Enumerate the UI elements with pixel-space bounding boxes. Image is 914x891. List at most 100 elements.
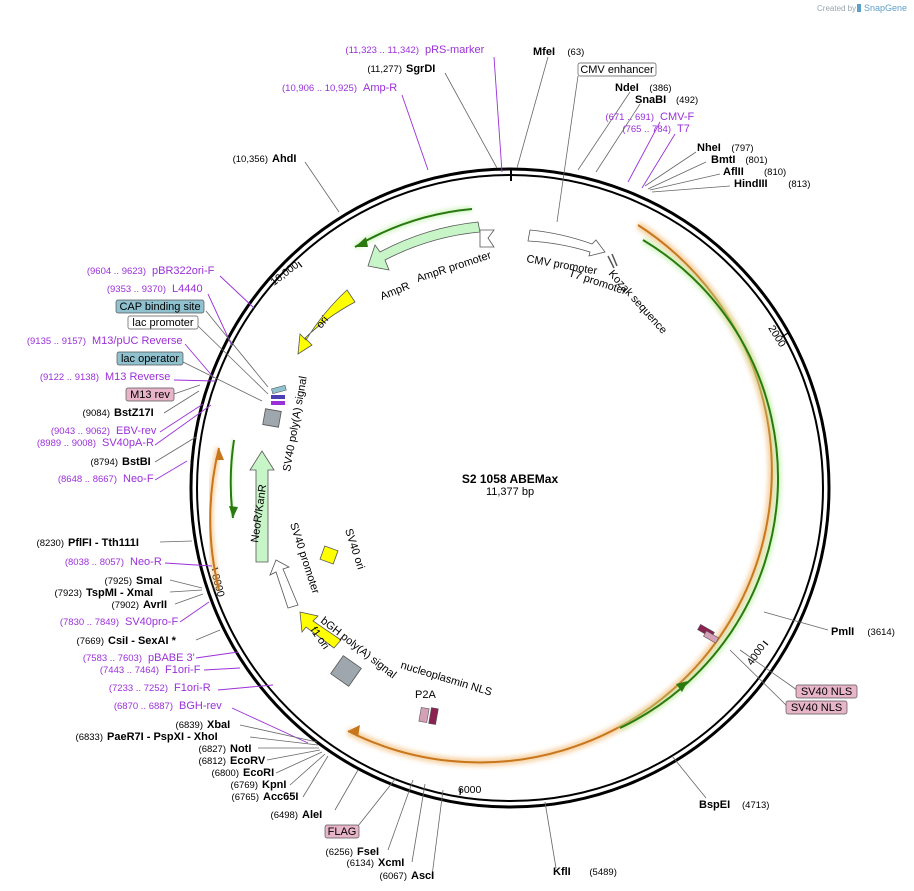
- boxed-feature-0: CMV enhancer: [577, 62, 657, 77]
- enzyme-name: NotI: [230, 743, 251, 755]
- primer-12: (7830 .. 7849)SV40pro-F: [60, 616, 179, 628]
- enzyme-position: (6256): [326, 847, 353, 858]
- primer-range: (7583 .. 7603): [83, 653, 142, 664]
- enzyme-site-24: (6256) FseI: [326, 846, 379, 858]
- primer-range: (8648 .. 8667): [58, 474, 117, 485]
- enzyme-site-17: (6833) PaeR7I - PspXI - XhoI: [76, 731, 218, 743]
- enzyme-name: AhdI: [272, 153, 296, 165]
- enzyme-position: (6134): [347, 858, 374, 869]
- enzyme-site-13: (7923)TspMI - XmaI: [55, 587, 154, 599]
- feature-box-label: M13 rev: [130, 389, 170, 401]
- primer-labels: (11,323 .. 11,342) pRS-marker (10,906 .. 1…: [27, 44, 695, 712]
- enzyme-name: SnaBI: [635, 94, 666, 106]
- ring-ticks: [211, 169, 789, 796]
- plasmid-size: 11,377 bp: [486, 486, 534, 498]
- snapgene-logo-icon: [857, 4, 861, 12]
- primer-range: (11,323 .. 11,342): [345, 45, 419, 56]
- primer-name: SV40pro-F: [125, 616, 178, 628]
- enzyme-position: (63): [567, 47, 584, 58]
- boxed-feature-6: SV40 NLS: [785, 700, 848, 715]
- enzyme-position: (6498): [271, 810, 298, 821]
- cmv-promoter-arrow: [527, 229, 606, 257]
- enzyme-name: NheI: [697, 142, 721, 154]
- primer-name: M13 Reverse: [105, 371, 170, 383]
- enzyme-site-3: SnaBI(492): [635, 94, 698, 106]
- enzyme-name: AleI: [302, 809, 322, 821]
- enzyme-site-16: (6839)XbaI: [176, 719, 231, 731]
- primer-13: (7583 .. 7603)pBABE 3': [83, 652, 195, 664]
- enzyme-site-14: (7902) AvrII: [112, 599, 168, 611]
- enzyme-site-18: (6827)NotI: [199, 743, 252, 755]
- enzyme-name: FseI: [357, 846, 379, 858]
- enzyme-name: PaeR7I - PspXI - XhoI: [107, 731, 218, 743]
- ampr-outer-arc: [353, 206, 473, 250]
- boxed-feature-3: lac operator: [116, 351, 184, 366]
- primer-name: CMV-F: [660, 111, 695, 123]
- feature-box-label: lac promoter: [132, 317, 193, 329]
- enzyme-site-20: (6800)EcoRI: [212, 767, 275, 779]
- enzyme-position: (7925): [105, 576, 132, 587]
- feature-box: [324, 824, 360, 839]
- primer-9: (8989 .. 9008)SV40pA-R: [37, 437, 154, 449]
- enzyme-position: (7923): [55, 588, 82, 599]
- ampr-promoter-arrow: [479, 229, 495, 248]
- primer-7: (9122 .. 9138)M13 Reverse: [40, 371, 171, 383]
- feature-box-label: FLAG: [328, 826, 357, 838]
- primer-3: (765 .. 784)T7: [622, 123, 689, 135]
- feature-label-p2a: P2A: [415, 689, 436, 701]
- enzyme-position: (8794): [91, 457, 118, 468]
- cds-arc-left: [207, 439, 238, 591]
- enzyme-name: NdeI: [615, 82, 639, 94]
- leader-lines-top: [304, 56, 731, 223]
- enzyme-position: (6765): [232, 792, 259, 803]
- primer-10: (8648 .. 8667)Neo-F: [58, 473, 154, 485]
- sv40-polya-box: [262, 408, 282, 428]
- sv40-promoter-arrow: [269, 559, 299, 609]
- enzyme-name: CsiI - SexAI *: [108, 635, 177, 647]
- primer-name: T7: [677, 123, 690, 135]
- ori-feature-arrow: [297, 289, 356, 355]
- kozak-mark: [611, 253, 618, 267]
- primer-2: (671 .. 691)CMV-F: [605, 111, 694, 123]
- feature-box-label: SV40 NLS: [801, 686, 852, 698]
- enzyme-position: (813): [788, 179, 810, 190]
- enzyme-position: (6812): [199, 756, 226, 767]
- tick-label-6000: 6000: [458, 784, 482, 796]
- enzyme-site-11: (8230)PflFI - Tth111I: [37, 537, 139, 549]
- enzyme-site-6: AflII(810): [723, 166, 786, 178]
- enzyme-name: SmaI: [136, 575, 162, 587]
- enzyme-position: (6800): [212, 768, 239, 779]
- enzyme-site-27: KflI(5489): [553, 866, 617, 878]
- enzyme-position: (11,277): [367, 64, 402, 75]
- leader-lines-bottom: [239, 611, 829, 877]
- sv40-ori-box: [319, 545, 339, 565]
- enzyme-name: KpnI: [262, 779, 286, 791]
- enzyme-position: (5489): [589, 867, 616, 878]
- enzyme-position: (7902): [112, 600, 139, 611]
- enzyme-name: MfeI: [533, 46, 555, 58]
- primer-1: (10,906 .. 10,925)Amp-R: [282, 82, 397, 94]
- ampr-feature-arrow: [367, 221, 481, 271]
- enzyme-site-28: BspEI(4713): [699, 799, 769, 811]
- boxed-feature-5: SV40 NLS: [795, 684, 858, 699]
- boxed-feature-7: FLAG: [324, 824, 360, 839]
- primer-name: pRS-marker: [425, 44, 485, 56]
- enzyme-site-9: (9084)BstZ17I: [83, 407, 154, 419]
- feature-box-label: SV40 NLS: [791, 702, 842, 714]
- primer-14: (7443 .. 7464)F1ori-F: [100, 664, 201, 676]
- enzyme-site-12: (7925) SmaI: [105, 575, 163, 587]
- primer-range: (9353 .. 9370): [107, 284, 166, 295]
- enzyme-name: AvrII: [143, 599, 167, 611]
- feature-box: [116, 351, 184, 366]
- primer-name: SV40pA-R: [102, 437, 154, 449]
- enzyme-site-15: (7669)CsiI - SexAI *: [77, 635, 177, 647]
- enzyme-site-10: (8794)BstBI: [91, 456, 151, 468]
- primer-5: (9353 .. 9370)L4440: [107, 283, 203, 295]
- enzyme-name: XbaI: [207, 719, 230, 731]
- feature-label-ampr: AmpR: [379, 280, 412, 303]
- primer-name: Amp-R: [363, 82, 397, 94]
- primer-name: M13/pUC Reverse: [92, 335, 182, 347]
- enzyme-name: BstZ17I: [114, 407, 154, 419]
- enzyme-position: (6833): [76, 732, 103, 743]
